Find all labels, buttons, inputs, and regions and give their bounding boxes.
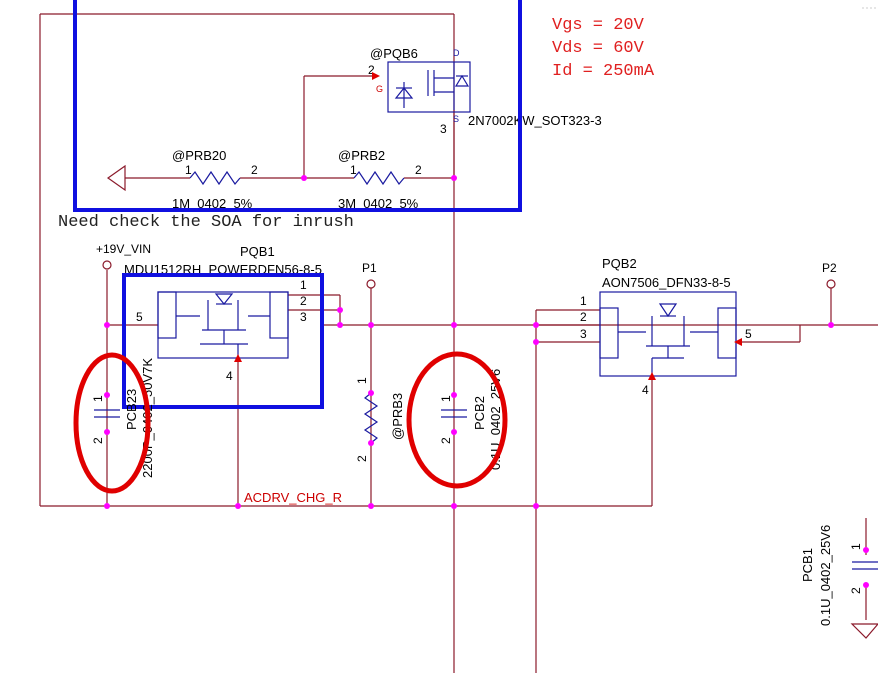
ground-arrow-icon — [106, 164, 126, 192]
pqb1-pin1: 1 — [300, 278, 307, 292]
prb20-pin1: 1 — [185, 163, 192, 177]
vin-net-label: +19V_VIN — [96, 242, 151, 256]
pqb6-label-s: S — [453, 114, 459, 124]
p2-port-icon — [826, 279, 836, 289]
ground-symbol-icon — [850, 623, 878, 639]
pcb1-pin1: 1 — [849, 543, 863, 550]
soa-note: Need check the SOA for inrush — [58, 213, 354, 232]
prb20-value: 1M_0402_5% — [172, 196, 253, 211]
selection-box-pqb1 — [122, 273, 324, 409]
prb20-resistor[interactable]: @PRB20 1 2 1M_0402_5% — [172, 148, 258, 211]
pqb2-gate-arrow — [648, 372, 656, 380]
pqb2-pin5-arrow — [734, 338, 742, 346]
prb2-resistor[interactable]: @PRB2 1 2 3M_0402_5% — [338, 148, 422, 211]
pqb6-label-d: D — [453, 48, 460, 58]
p2-net-label: P2 — [822, 261, 837, 275]
pqb6-part: 2N7002KW_SOT323-3 — [468, 113, 602, 128]
spec-vgs: Vgs = 20V — [552, 16, 645, 35]
prb20-ref: @PRB20 — [172, 148, 226, 163]
pqb1-pin2: 2 — [300, 294, 307, 308]
pqb2-pin1: 1 — [580, 294, 587, 308]
pqb1-ref: PQB1 — [240, 244, 275, 259]
pqb6-pin-s: 3 — [440, 122, 447, 136]
wires — [39, 13, 878, 673]
pqb1-gate-arrow — [234, 354, 242, 362]
pcb2-ref: PCB2 — [472, 396, 487, 430]
pcb1-pin2: 2 — [849, 587, 863, 594]
prb3-ref: @PRB3 — [390, 393, 405, 440]
pqb2-pin3: 3 — [580, 327, 587, 341]
spec-id: Id = 250mA — [552, 62, 655, 81]
pcb2-capacitor[interactable]: 1 2 PCB2 0.1U_0402_25V6 — [439, 369, 503, 470]
selection-box-upper — [73, 0, 522, 212]
prb3-pin2: 2 — [355, 455, 369, 462]
highlight-ring-pcb23 — [73, 352, 151, 494]
prb3-resistor[interactable]: 1 2 @PRB3 — [355, 377, 405, 462]
vin-port-icon — [102, 260, 112, 270]
pcb2-pin1: 1 — [439, 395, 453, 402]
pcb1-value: 0.1U_0402_25V6 — [818, 525, 833, 626]
prb20-pin2: 2 — [251, 163, 258, 177]
prb2-pin1: 1 — [350, 163, 357, 177]
pcb23-pin1: 1 — [91, 395, 105, 402]
p1-net-label: P1 — [362, 261, 377, 275]
p1-port-icon — [366, 279, 376, 289]
prb2-value: 3M_0402_5% — [338, 196, 419, 211]
pcb23-ref: PCB23 — [124, 389, 139, 430]
pcb23-pin2: 2 — [91, 437, 105, 444]
pcb1-capacitor[interactable]: 1 2 PCB1 0.1U_0402_25V6 — [800, 525, 878, 626]
pcb1-ref: PCB1 — [800, 548, 815, 582]
prb2-ref: @PRB2 — [338, 148, 385, 163]
pqb6-label-g: G — [376, 84, 383, 94]
pqb6-ref: @PQB6 — [370, 46, 418, 61]
junction-dots — [104, 175, 869, 588]
spec-vds: Vds = 60V — [552, 39, 645, 58]
pqb6-pin-g: 2 — [368, 63, 375, 77]
pqb6-gate-arrow — [372, 72, 380, 80]
pqb1-pin4: 4 — [226, 369, 233, 383]
acdrv-net-label: ACDRV_CHG_R — [244, 490, 342, 505]
pqb2-mosfet[interactable]: PQB2 AON7506_DFN33-8-5 1 2 3 5 4 — [580, 256, 752, 397]
prb2-pin2: 2 — [415, 163, 422, 177]
pqb2-ref: PQB2 — [602, 256, 637, 271]
highlight-ring-pcb2 — [406, 351, 508, 489]
pqb1-pin5: 5 — [136, 310, 143, 324]
pqb2-part: AON7506_DFN33-8-5 — [602, 275, 731, 290]
pqb6-mosfet[interactable]: G D S @PQB6 2N7002KW_SOT323-3 2 3 — [368, 46, 602, 136]
pqb2-pin2: 2 — [580, 310, 587, 324]
pcb2-pin2: 2 — [439, 437, 453, 444]
pqb1-pin3: 3 — [300, 310, 307, 324]
pqb2-pin4: 4 — [642, 383, 649, 397]
pqb2-pin5: 5 — [745, 327, 752, 341]
prb3-pin1: 1 — [355, 377, 369, 384]
